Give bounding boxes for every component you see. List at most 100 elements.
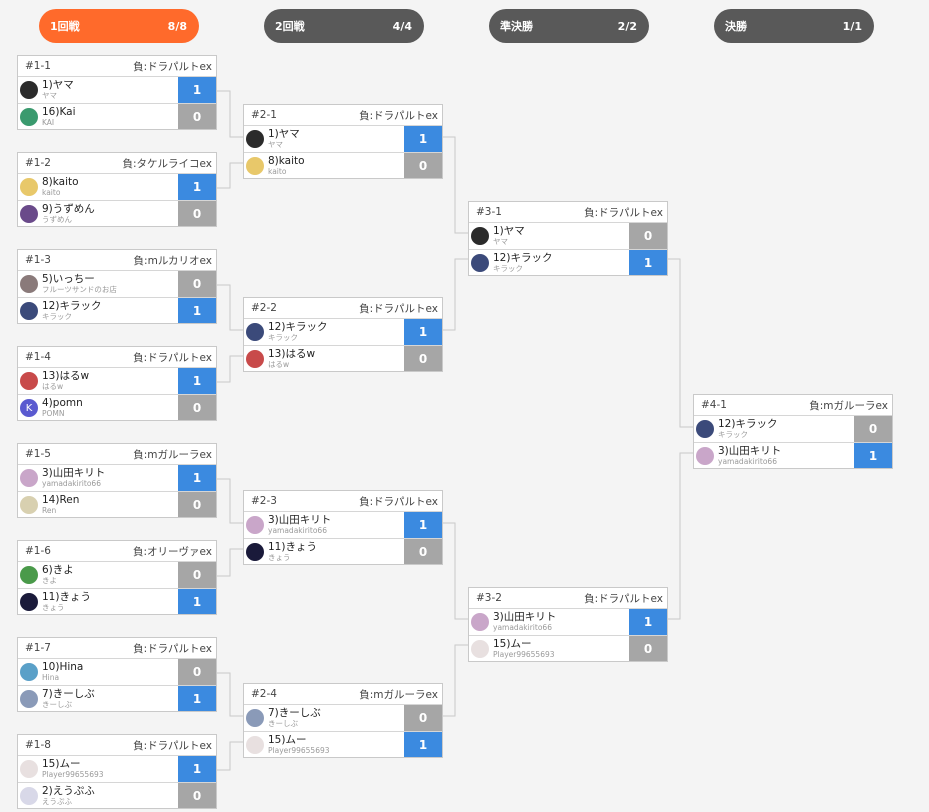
player-handle: kaito [42, 188, 61, 197]
round-tab-final[interactable]: 決勝 1/1 [714, 9, 874, 43]
player-handle: きーしぶ [268, 719, 298, 728]
player-avatar-icon [20, 469, 38, 487]
player-name: 3)山田キリト [42, 467, 106, 479]
player-name: 1)ヤマ [493, 225, 525, 237]
match-loser-deck: 負:ドラパルトex [133, 739, 212, 752]
match-loser-deck: 負:mルカリオex [133, 254, 212, 267]
player-handle: きょう [42, 603, 65, 612]
round-count: 8/8 [167, 19, 187, 33]
match-loser-deck: 負:ドラパルトex [133, 351, 212, 364]
match-loser-deck: 負:ドラパルトex [133, 60, 212, 73]
match-loser-deck: 負:ドラパルトex [133, 642, 212, 655]
match-loser-deck: 負:mガルーラex [809, 399, 888, 412]
player-avatar-icon [246, 130, 264, 148]
player-handle: フルーツサンドのお店 [42, 285, 117, 294]
player-handle: キラック [718, 430, 748, 439]
player-avatar-icon [20, 302, 38, 320]
player-name: 13)はるw [268, 348, 316, 360]
round-tab-2[interactable]: 2回戦 4/4 [264, 9, 424, 43]
player-handle: きょう [268, 553, 291, 562]
match-id: #2-4 [251, 688, 277, 700]
score-win: 1 [404, 126, 442, 152]
score-win: 1 [178, 77, 216, 103]
player-avatar-icon [471, 254, 489, 272]
score-win: 1 [629, 250, 667, 275]
player-name: 11)きょう [42, 591, 91, 603]
score-win: 1 [629, 609, 667, 635]
player-info: 12)キラックキラック [493, 250, 629, 275]
player-handle: Hina [42, 673, 60, 682]
round-label: 1回戦 [50, 20, 80, 33]
player-info: 5)いっちーフルーツサンドのお店 [42, 271, 178, 297]
player-avatar-icon [471, 227, 489, 245]
round-tab-semifinal[interactable]: 準決勝 2/2 [489, 9, 649, 43]
player-avatar-icon [20, 787, 38, 805]
player-name: 13)はるw [42, 370, 90, 382]
round-label: 2回戦 [275, 20, 305, 33]
round-tab-1[interactable]: 1回戦 8/8 [39, 9, 199, 43]
round-label: 決勝 [725, 20, 747, 33]
player-avatar-icon [20, 690, 38, 708]
score-win: 1 [178, 465, 216, 491]
player-handle: KAI [42, 118, 55, 127]
player-avatar-icon [20, 205, 38, 223]
player-avatar-icon [471, 640, 489, 658]
player-name: 12)キラック [42, 300, 102, 312]
player-info: 12)キラックキラック [268, 319, 404, 345]
player-avatar-icon [246, 736, 264, 754]
match-loser-deck: 負:ドラパルトex [584, 592, 663, 605]
